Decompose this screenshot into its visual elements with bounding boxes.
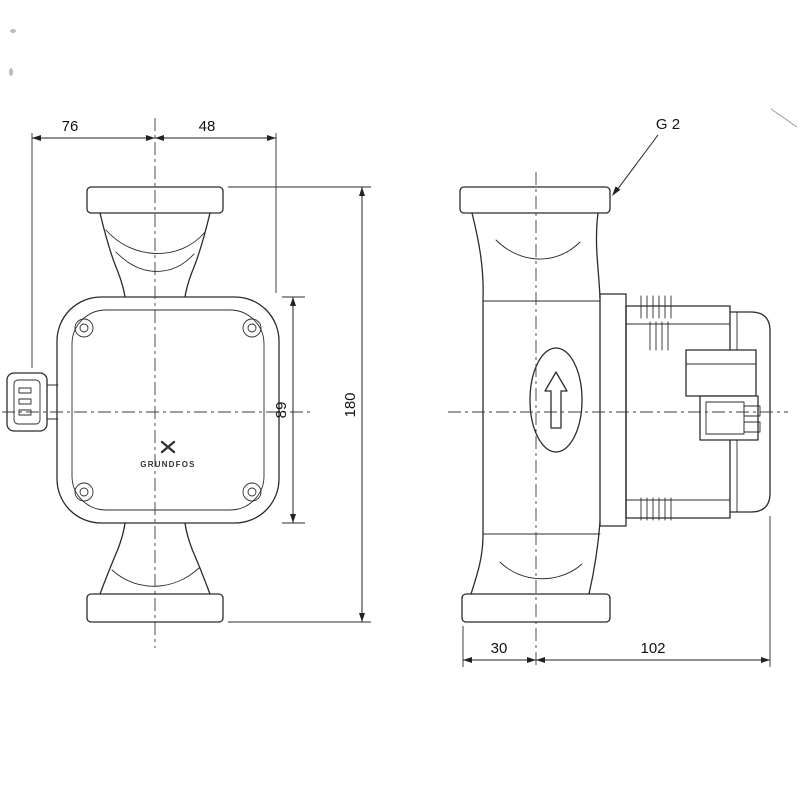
front-pump-head-inner (71, 309, 265, 511)
grundfos-logo-text: GRUNDFOS (140, 460, 195, 469)
side-body-left-edge (470, 212, 484, 595)
front-connector-pin-2 (18, 398, 32, 405)
arrowhead (290, 514, 296, 523)
arrowhead (146, 135, 155, 141)
side-fins-top (640, 295, 672, 319)
front-top-neck-left (99, 212, 126, 298)
arrowhead (290, 297, 296, 306)
scan-speck (10, 29, 16, 33)
front-bolt-hole-bottom-left (79, 487, 89, 497)
arrowhead (527, 657, 536, 663)
dimension-label-180: 180 (342, 392, 359, 417)
front-bolt-boss-top-left (74, 318, 94, 338)
dimension-76-48: 76 48 (31, 118, 277, 368)
side-body-right-lower-edge (588, 521, 601, 595)
dimension-label-30: 30 (491, 640, 508, 657)
dimensions: 76 48 89 180 (31, 116, 771, 667)
front-view: GRUNDFOS (6, 186, 280, 623)
side-fins-bottom (640, 497, 672, 521)
arrowhead (267, 135, 276, 141)
front-top-flange (86, 186, 224, 214)
leader-line (613, 134, 659, 195)
arrowhead (32, 135, 41, 141)
side-view (459, 186, 771, 623)
arrowhead (612, 186, 621, 196)
corner-mark (770, 108, 798, 128)
front-bolt-boss-bottom-left (74, 482, 94, 502)
dimension-label-89: 89 (273, 402, 290, 419)
side-top-neck-curve (495, 239, 581, 260)
grundfos-logo-icon (160, 440, 176, 454)
front-bolt-hole-top-right (247, 323, 257, 333)
dimension-label-102: 102 (640, 640, 665, 657)
front-bolt-hole-top-left (79, 323, 89, 333)
dimension-89: 89 (273, 296, 305, 524)
front-top-neck-right (184, 212, 211, 298)
arrowhead (359, 187, 365, 196)
front-top-neck-curve-1 (105, 229, 206, 254)
terminal-plug-inner (705, 401, 745, 435)
side-wire-lines (649, 321, 669, 351)
terminal-plug-body (699, 395, 759, 441)
side-stator-flange (599, 293, 627, 527)
front-pump-head-outer (56, 296, 280, 524)
front-connector-pin-3 (18, 409, 32, 416)
terminal-plug-tab-2 (743, 421, 761, 433)
arrowhead (463, 657, 472, 663)
arrowhead (536, 657, 545, 663)
front-connector-pin-1 (18, 387, 32, 394)
front-connector-body (6, 372, 48, 432)
front-bolt-hole-bottom-right (247, 487, 257, 497)
flow-direction-arrow-icon (544, 371, 568, 429)
centerlines (2, 118, 788, 665)
front-bottom-neck-left (99, 522, 126, 595)
dimension-label-48: 48 (199, 118, 216, 135)
terminal-box-body (685, 349, 757, 397)
arrowhead (761, 657, 770, 663)
side-top-flange (459, 186, 611, 214)
front-bottom-neck-curve (111, 567, 200, 587)
thread-callout-label: G 2 (656, 116, 680, 133)
front-bottom-neck-right (184, 522, 211, 595)
side-body-right-upper-edge (595, 212, 601, 299)
dimension-label-76: 76 (62, 118, 79, 135)
grundfos-logo: GRUNDFOS (140, 440, 195, 469)
thread-callout: G 2 (612, 116, 680, 196)
arrowhead (359, 613, 365, 622)
dimension-30-102: 30 102 (462, 516, 771, 667)
side-bottom-neck-curve (499, 561, 583, 580)
front-top-neck-curve-2 (115, 251, 195, 272)
side-terminal-box (685, 349, 761, 441)
front-bolt-boss-top-right (242, 318, 262, 338)
arrowhead (155, 135, 164, 141)
dimension-180: 180 (228, 186, 371, 623)
front-bolt-boss-bottom-right (242, 482, 262, 502)
terminal-plug-tab-1 (743, 405, 761, 417)
scan-speck (9, 68, 13, 76)
front-connector-inner (13, 379, 41, 425)
